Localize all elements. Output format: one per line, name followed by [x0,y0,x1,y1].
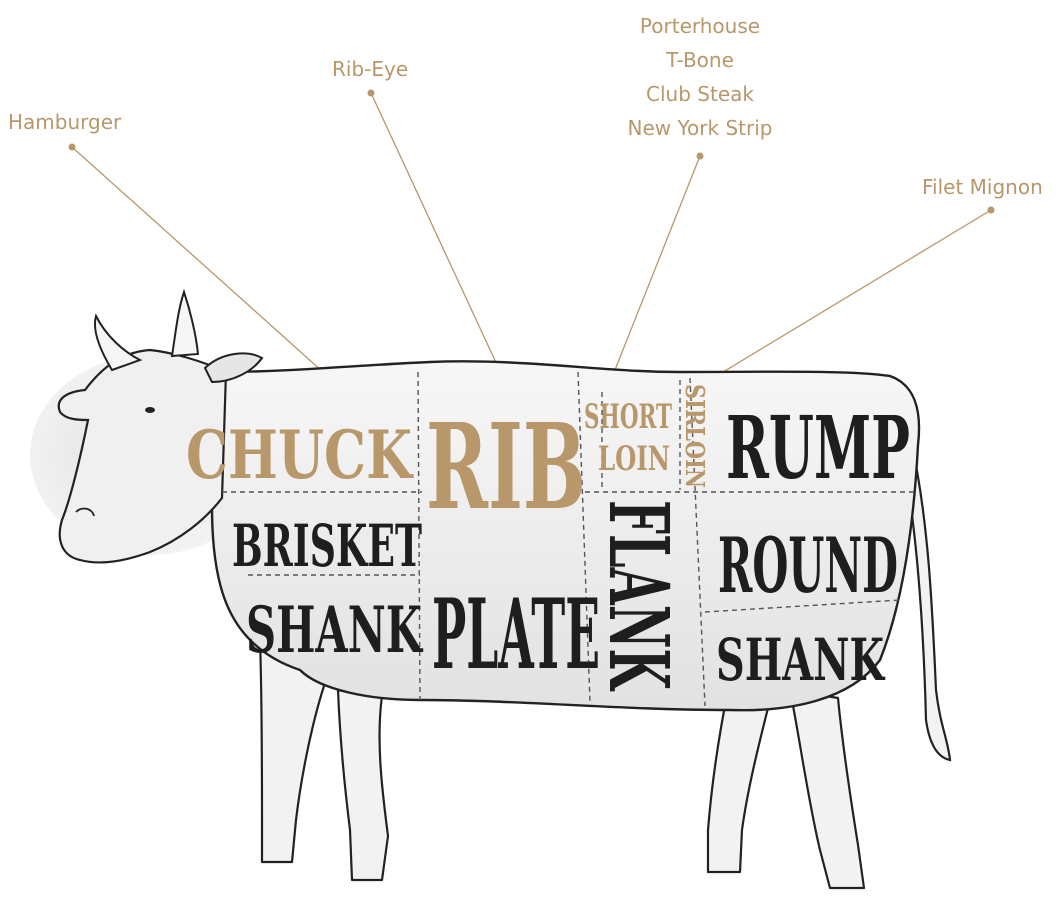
cut-sirloin: SIRLOIN [679,384,709,488]
cut-round: ROUND [718,521,898,610]
cut-plate: PLATE [432,578,600,691]
cow-horn-right [172,292,198,356]
dot-filet [988,207,995,214]
dot-shortloin [697,153,704,160]
leader-lines [72,93,991,398]
cut-brisket: BRISKET [232,512,422,580]
dot-ribeye [368,90,375,97]
leader-ribeye [371,93,505,382]
cut-chuck: CHUCK [186,416,414,494]
leader-dots [69,90,995,214]
cut-flank: FLANK [590,500,686,692]
leader-shortloin [607,156,700,390]
dot-hamburger [69,144,76,151]
cut-short: SHORT [584,397,672,437]
leader-filet [705,210,991,383]
cut-loin: LOIN [598,439,670,479]
cut-shank-front: SHANK [246,593,424,668]
cut-shank-hind: SHANK [716,626,886,694]
cow-horn-left [95,316,140,370]
cow-eye [145,407,155,413]
cut-rib: RIB [426,397,586,536]
cut-rump: RUMP [726,398,910,499]
